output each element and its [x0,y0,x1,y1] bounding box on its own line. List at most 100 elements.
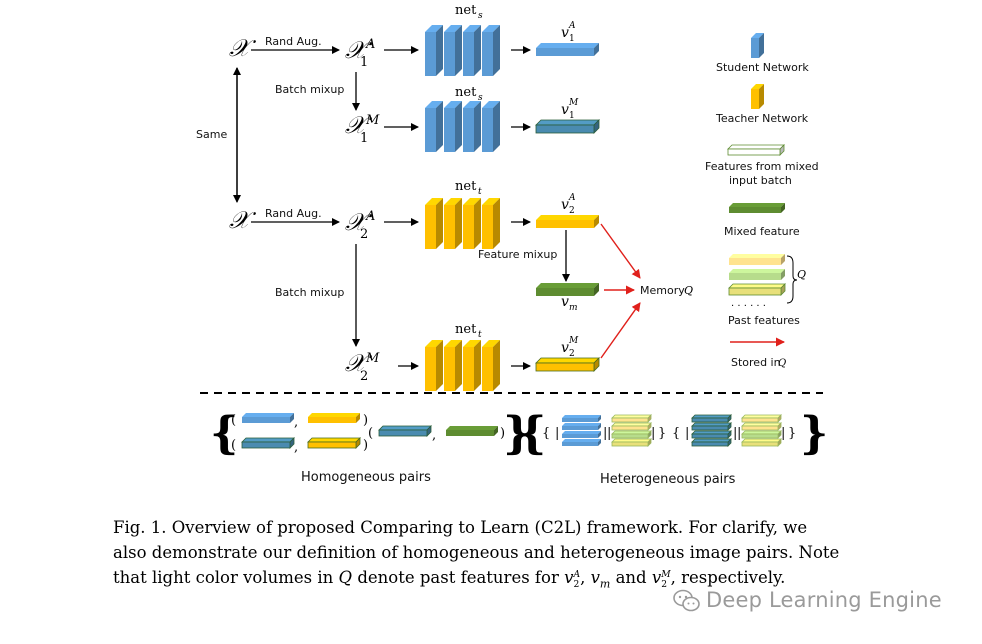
legend-teacher-swatch-front [751,89,759,109]
v1a-volume-side [594,43,599,56]
legend-mixed-feature-swatch-front [729,207,781,213]
het-past-stack-1-3-front [611,433,649,439]
feature-v1m [535,119,600,134]
x1a-sub: 1 [360,55,368,70]
feature-vm [536,283,599,296]
caption-3b: denote past features for [352,568,565,587]
pair-blue-a-side [290,413,294,423]
student-bottom-layer-4 [482,101,500,152]
legend-dots: . . . . . . [731,298,766,309]
student-bottom-layer-2 [444,101,462,152]
legend-past-green-swatch-top [729,269,785,273]
het-past-stack-2-4-top [741,438,782,443]
memory-q: Q [684,284,693,297]
het-student-stack-1-front [562,418,598,422]
het-inner-close-2: } [788,426,796,441]
het-past-stack-2-4-front [741,441,779,447]
caption-line-2: also demonstrate our definition of homog… [113,543,840,562]
caption-vm-sub: m [599,577,611,591]
het-bar-3: | [607,426,611,441]
caption-v2a: v [564,568,574,587]
v1a-base: v [561,25,569,41]
pair-blue-a [242,413,294,423]
caption-v2m-sub: 2 [661,579,668,590]
net-t-label-2: net t [455,322,482,340]
het-past-stack-2-1 [741,414,782,423]
feature-v2m [535,357,600,372]
teacher-top-layer-2-front [444,205,455,249]
heterogeneous-brace-open: { [518,408,546,459]
student-top-layer-1-front [425,32,436,76]
paren-close-3: ) [500,426,505,441]
input-x-top: 𝒳 [229,34,257,62]
caption-line-1: Fig. 1. Overview of proposed Comparing t… [113,515,913,540]
teacher-bottom-layer-3 [463,340,481,391]
pair-teal-b-top [241,437,295,443]
het-past-stack-2-1-top [741,414,782,419]
paren-open-1: ( [231,413,236,428]
v2m-base: v [561,340,569,356]
legend-mixed-feature-swatch-top [729,203,785,207]
v2m-label: v M 2 [561,336,579,359]
legend-past-mixed-swatch-top [728,283,786,289]
caption-line-3: that light color volumes in Q denote pas… [113,565,913,596]
teacher-top-layer-3-side [474,198,481,249]
student-bottom-layer-1-top [425,101,443,108]
batch-mixup-label-top: Batch mixup [275,83,344,96]
student-top-layer-3-side [474,25,481,76]
v2a-sub: 2 [569,206,575,216]
het-bar-8: | [781,426,785,441]
teacher-top-layer-4 [482,198,500,249]
node-x2m: 𝒳 M 2 [345,349,380,384]
node-x1m: 𝒳 M 1 [345,111,380,146]
comma-1: , [294,415,298,430]
pair-teal-c-top [378,425,432,431]
student-top-layer-3-front [463,32,474,76]
v2m-volume [535,357,600,372]
het-past-stack-1-1 [611,414,652,423]
vm-sub: m [569,303,578,313]
teacher-top-layer-4-top [482,198,500,205]
het-bar-2: | [603,426,607,441]
pair-yellow-b [307,437,361,449]
het-past-stack-2-3 [741,430,782,439]
paren-open-2: ( [231,438,236,453]
het-student-stack-2-front [562,426,598,430]
het-student-stack-1 [562,415,601,422]
homogeneous-label: Homogeneous pairs [301,470,431,485]
rand-aug-label-bottom: Rand Aug. [265,207,322,220]
teacher-bottom-layer-1 [425,340,443,391]
vm-label: v m [561,294,578,313]
het-past-stack-1-4 [611,438,652,447]
legend-q-brace [786,255,798,304]
legend-teacher-label: Teacher Network [715,112,809,125]
teacher-top-layer-1 [425,198,443,249]
caption-v2m-sup: M [661,569,671,580]
net-s-1-sub: s [478,11,483,21]
student-top-layer-2 [444,25,462,76]
student-bottom-layer-2-front [444,108,455,152]
heterogeneous-label: Heterogeneous pairs [600,472,736,487]
teacher-bottom-layer-2 [444,340,462,391]
het-student-stack-3 [562,431,601,438]
student-network-bottom [425,101,500,152]
het-mixed-stack-1 [691,414,732,423]
het-past-stack-2-3-top [741,430,782,435]
v1a-sup: A [568,21,576,31]
vm-base: v [561,294,569,310]
legend-student-label: Student Network [716,61,809,74]
v1m-label: v M 1 [561,98,579,121]
student-bottom-layer-4-side [493,101,500,152]
het-student-stack-3-side [598,431,601,438]
legend-past-green-swatch-front [729,273,781,280]
teacher-top-layer-1-front [425,205,436,249]
legend-student-swatch-top [751,33,764,38]
v1m-volume [535,119,600,134]
net-s-label-2: net s [455,85,483,103]
student-top-layer-1-side [436,25,443,76]
v2m-sup: M [568,336,579,346]
student-bottom-layer-1-side [436,101,443,152]
het-past-stack-1-3 [611,430,652,439]
teacher-network-top [425,198,500,249]
wechat-icon [673,589,700,612]
